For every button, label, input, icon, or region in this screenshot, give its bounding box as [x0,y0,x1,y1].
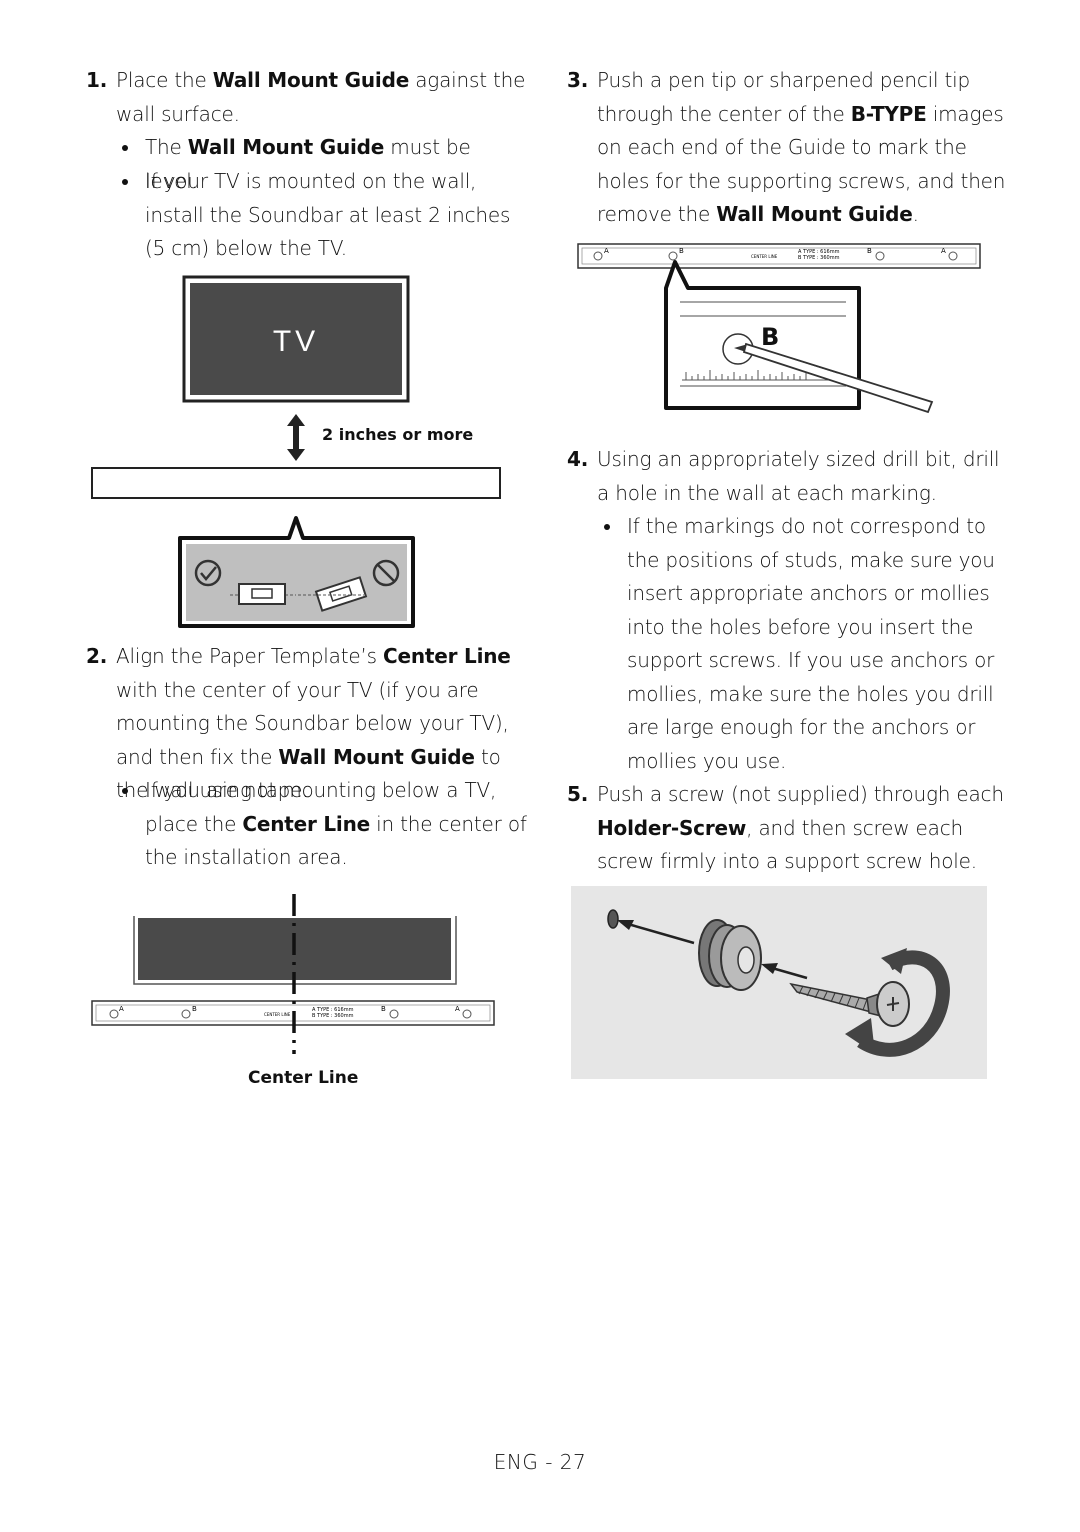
wood-screw-icon [789,981,910,1027]
level-callout-bg [186,544,407,621]
step-text: Push a pen tip or sharpened pencil tip t… [597,68,970,126]
tv-label: TV [273,325,319,358]
bullet-dot [122,179,128,185]
step-number: 4. [567,447,589,471]
bullet-text: must be level. [145,135,471,193]
bullet-text: If the markings do not correspond to the… [627,514,995,773]
guide-marker-a-right: A [455,1005,472,1019]
guide-marker-a-right: A [941,247,958,261]
guide-label: B [679,247,684,255]
guide-marker-b-right: B [867,247,885,261]
bullet-text: If you are not mounting below a TV, plac… [145,778,497,836]
step-bold: B-TYPE [850,101,927,126]
rotate-arrow-icon [845,948,950,1057]
step-text: Push a screw (not supplied) through each [597,782,1004,806]
step-4-bullet-1: If the markings do not correspond to the… [604,510,1004,778]
bullet-bold: Wall Mount Guide [187,135,385,159]
step-text: , and then screw each screw firmly into … [597,815,977,874]
step-text: Align the Paper Template’s [116,644,384,668]
step-4: 4. Using an appropriately sized drill bi… [567,443,1007,510]
center-line-figure: A B CENTER LINE A TYPE : 616mm B TYPE : … [91,894,495,1054]
step-3: 3. Push a pen tip or sharpened pencil ti… [567,64,1007,232]
bullet-text: in the center of the installation area. [145,811,527,870]
step-2-bullet-1: If you are not mounting below a TV, plac… [122,774,527,875]
step-1-bullet-2: If your TV is mounted on the wall, insta… [122,165,517,266]
step-bold: Wall Mount Guide [716,202,913,226]
guide-marker-a-left: A [593,247,609,261]
step-number: 1. [86,68,108,92]
step-text: images on each end of the Guide to mark … [597,101,1006,227]
step-2: 2. Align the Paper Template’s Center Lin… [86,640,526,808]
tv-screen [190,283,402,395]
step-text: with the center of your TV (if you are m… [116,677,509,769]
ruler-ticks [682,370,846,381]
step-bold: Wall Mount Guide [212,68,410,92]
figure-background [571,886,987,1079]
step-bold: Holder-Screw [597,815,747,840]
bullet-dot [122,788,128,794]
guide-marker-b-left: B [181,1005,197,1019]
pencil-icon [734,342,934,414]
soundbar-outline [91,467,501,499]
insert-arrow-1 [620,920,695,945]
step-5: 5. Push a screw (not supplied) through e… [567,778,1007,879]
guide-marker-a-left: A [109,1005,124,1019]
step-bold: Center Line [383,644,511,668]
bullet-dot [604,524,610,530]
guide-label: A [604,247,609,255]
step-text: against the wall surface. [116,68,526,126]
step-number: 5. [567,782,589,806]
screw-head-icon [607,909,619,929]
page-number: ENG - 27 [493,1450,587,1474]
step-1-bullet-1: The Wall Mount Guide must be level. [122,131,527,198]
step-number: 2. [86,644,108,668]
guide-marker-b-left: B [668,247,684,261]
step-number: 3. [567,68,589,92]
guide-b-type-label: B TYPE : 360mm [312,1013,354,1019]
step-text: to the wall using tape. [116,744,501,803]
step-text: . [912,202,919,226]
bullet-text: If your TV is mounted on the wall, insta… [145,169,511,260]
bullet-text: The [145,135,188,159]
guide-marker-b-right: B [381,1005,399,1019]
guide-label: A [941,247,946,255]
gap-label: 2 inches or more [322,425,473,444]
check-icon [194,559,222,587]
guide-label: B [192,1005,197,1013]
step-text: Place the [116,68,213,92]
step-text: Using an appropriately sized drill bit, … [597,447,1000,505]
guide-label: A [119,1005,124,1013]
step-1: 1. Place the Wall Mount Guide against th… [86,64,526,131]
center-line-caption: Center Line [248,1068,359,1088]
guide-a-type-label: A TYPE : 616mm [312,1007,354,1013]
guide-center-label: CENTER LINE [751,254,778,259]
guide-label: B [867,247,872,255]
holder-screw-figure [571,886,987,1079]
holder-screw-icon [698,919,762,991]
zoom-b-label: B [761,323,779,351]
double-arrow-icon [287,414,305,461]
tv-height-figure: TV 2 inches or more [91,275,501,628]
guide-label: A [455,1005,460,1013]
bullet-bold: Center Line [242,811,370,836]
pencil-marking-figure: A B CENTER LINE A TYPE : 616mm B TYPE : … [577,243,981,414]
guide-b-type-label: B TYPE : 360mm [798,255,840,261]
guide-label: B [381,1005,386,1013]
bullet-dot [122,145,128,151]
guide-center-label: CENTER LINE [264,1012,291,1017]
level-tilted-icon [314,576,368,612]
prohibited-icon [372,559,400,587]
level-correct-icon [230,583,296,605]
step-bold: Wall Mount Guide [278,744,475,769]
guide-a-type-label: A TYPE : 616mm [798,249,840,255]
